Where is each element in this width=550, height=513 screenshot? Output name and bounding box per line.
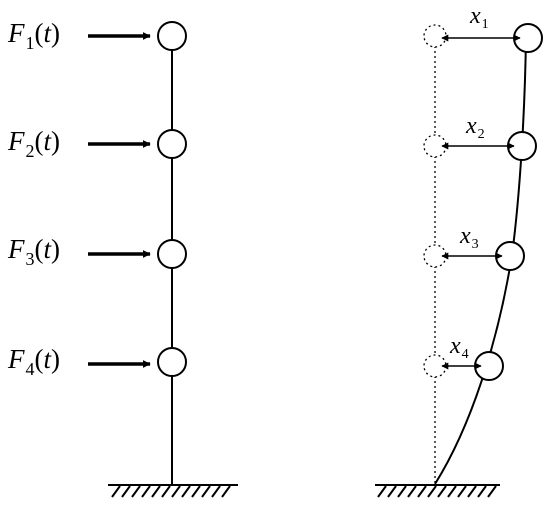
force-label-4: F4(t) (8, 344, 61, 379)
force-label-1: F1(t) (8, 18, 61, 53)
left-mass-2 (157, 129, 187, 159)
left-mass-1 (157, 21, 187, 51)
left-frame (88, 21, 238, 498)
force-label-2: F2(t) (8, 126, 61, 161)
force-label-3: F3(t) (8, 234, 61, 269)
displacement-label-1: x1 (470, 3, 489, 32)
left-mass-3 (157, 239, 187, 269)
left-ground-support (108, 484, 238, 498)
displacement-label-4: x4 (450, 333, 469, 362)
right-ground-support (375, 484, 500, 498)
displacement-label-3: x3 (460, 223, 479, 252)
undeformed-mass-1 (423, 24, 447, 48)
left-mass-4 (157, 347, 187, 377)
displacement-label-2: x2 (466, 113, 485, 142)
right-frame (375, 23, 543, 498)
